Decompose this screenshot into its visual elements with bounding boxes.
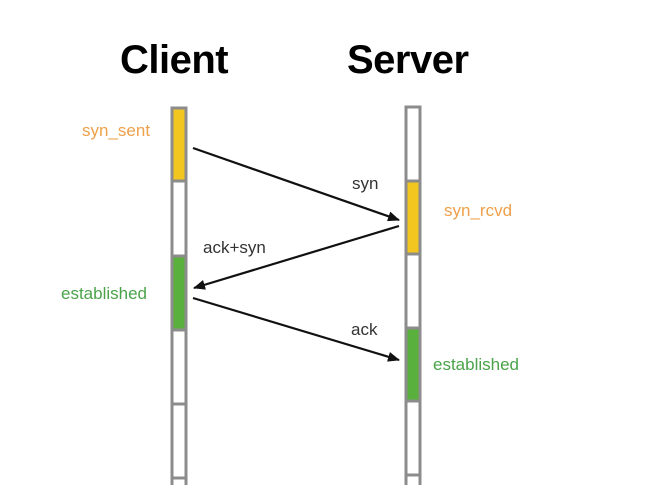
server-state-label-established: established bbox=[433, 355, 520, 374]
client-segment-established bbox=[170, 254, 188, 332]
client-segment-idle bbox=[170, 402, 188, 480]
client-state-label-established: established bbox=[61, 284, 148, 303]
client-segment-idle bbox=[170, 328, 188, 406]
ack-syn-arrow bbox=[193, 224, 400, 290]
message-label-syn: syn bbox=[352, 174, 379, 193]
server-segment-idle bbox=[404, 252, 422, 330]
ack-arrow bbox=[192, 296, 400, 362]
client-state-label-syn-sent: syn_sent bbox=[82, 121, 151, 140]
server-segment-idle bbox=[404, 105, 422, 183]
client-lifeline bbox=[170, 106, 188, 485]
server-segment-established bbox=[404, 326, 422, 403]
server-title: Server bbox=[347, 38, 469, 82]
client-segment-idle bbox=[170, 476, 188, 485]
message-label-ack-syn: ack+syn bbox=[203, 238, 266, 257]
server-segment-syn-rcvd bbox=[404, 179, 422, 256]
server-segment-idle bbox=[404, 399, 422, 477]
server-segment-idle bbox=[404, 473, 422, 485]
client-segment-syn-sent bbox=[170, 106, 188, 183]
server-state-label-syn-rcvd: syn_rcvd bbox=[444, 201, 513, 220]
syn-arrow bbox=[192, 146, 400, 222]
message-label-ack: ack bbox=[351, 320, 378, 339]
client-segment-idle bbox=[170, 179, 188, 258]
server-lifeline bbox=[404, 105, 422, 485]
client-title: Client bbox=[120, 38, 229, 82]
